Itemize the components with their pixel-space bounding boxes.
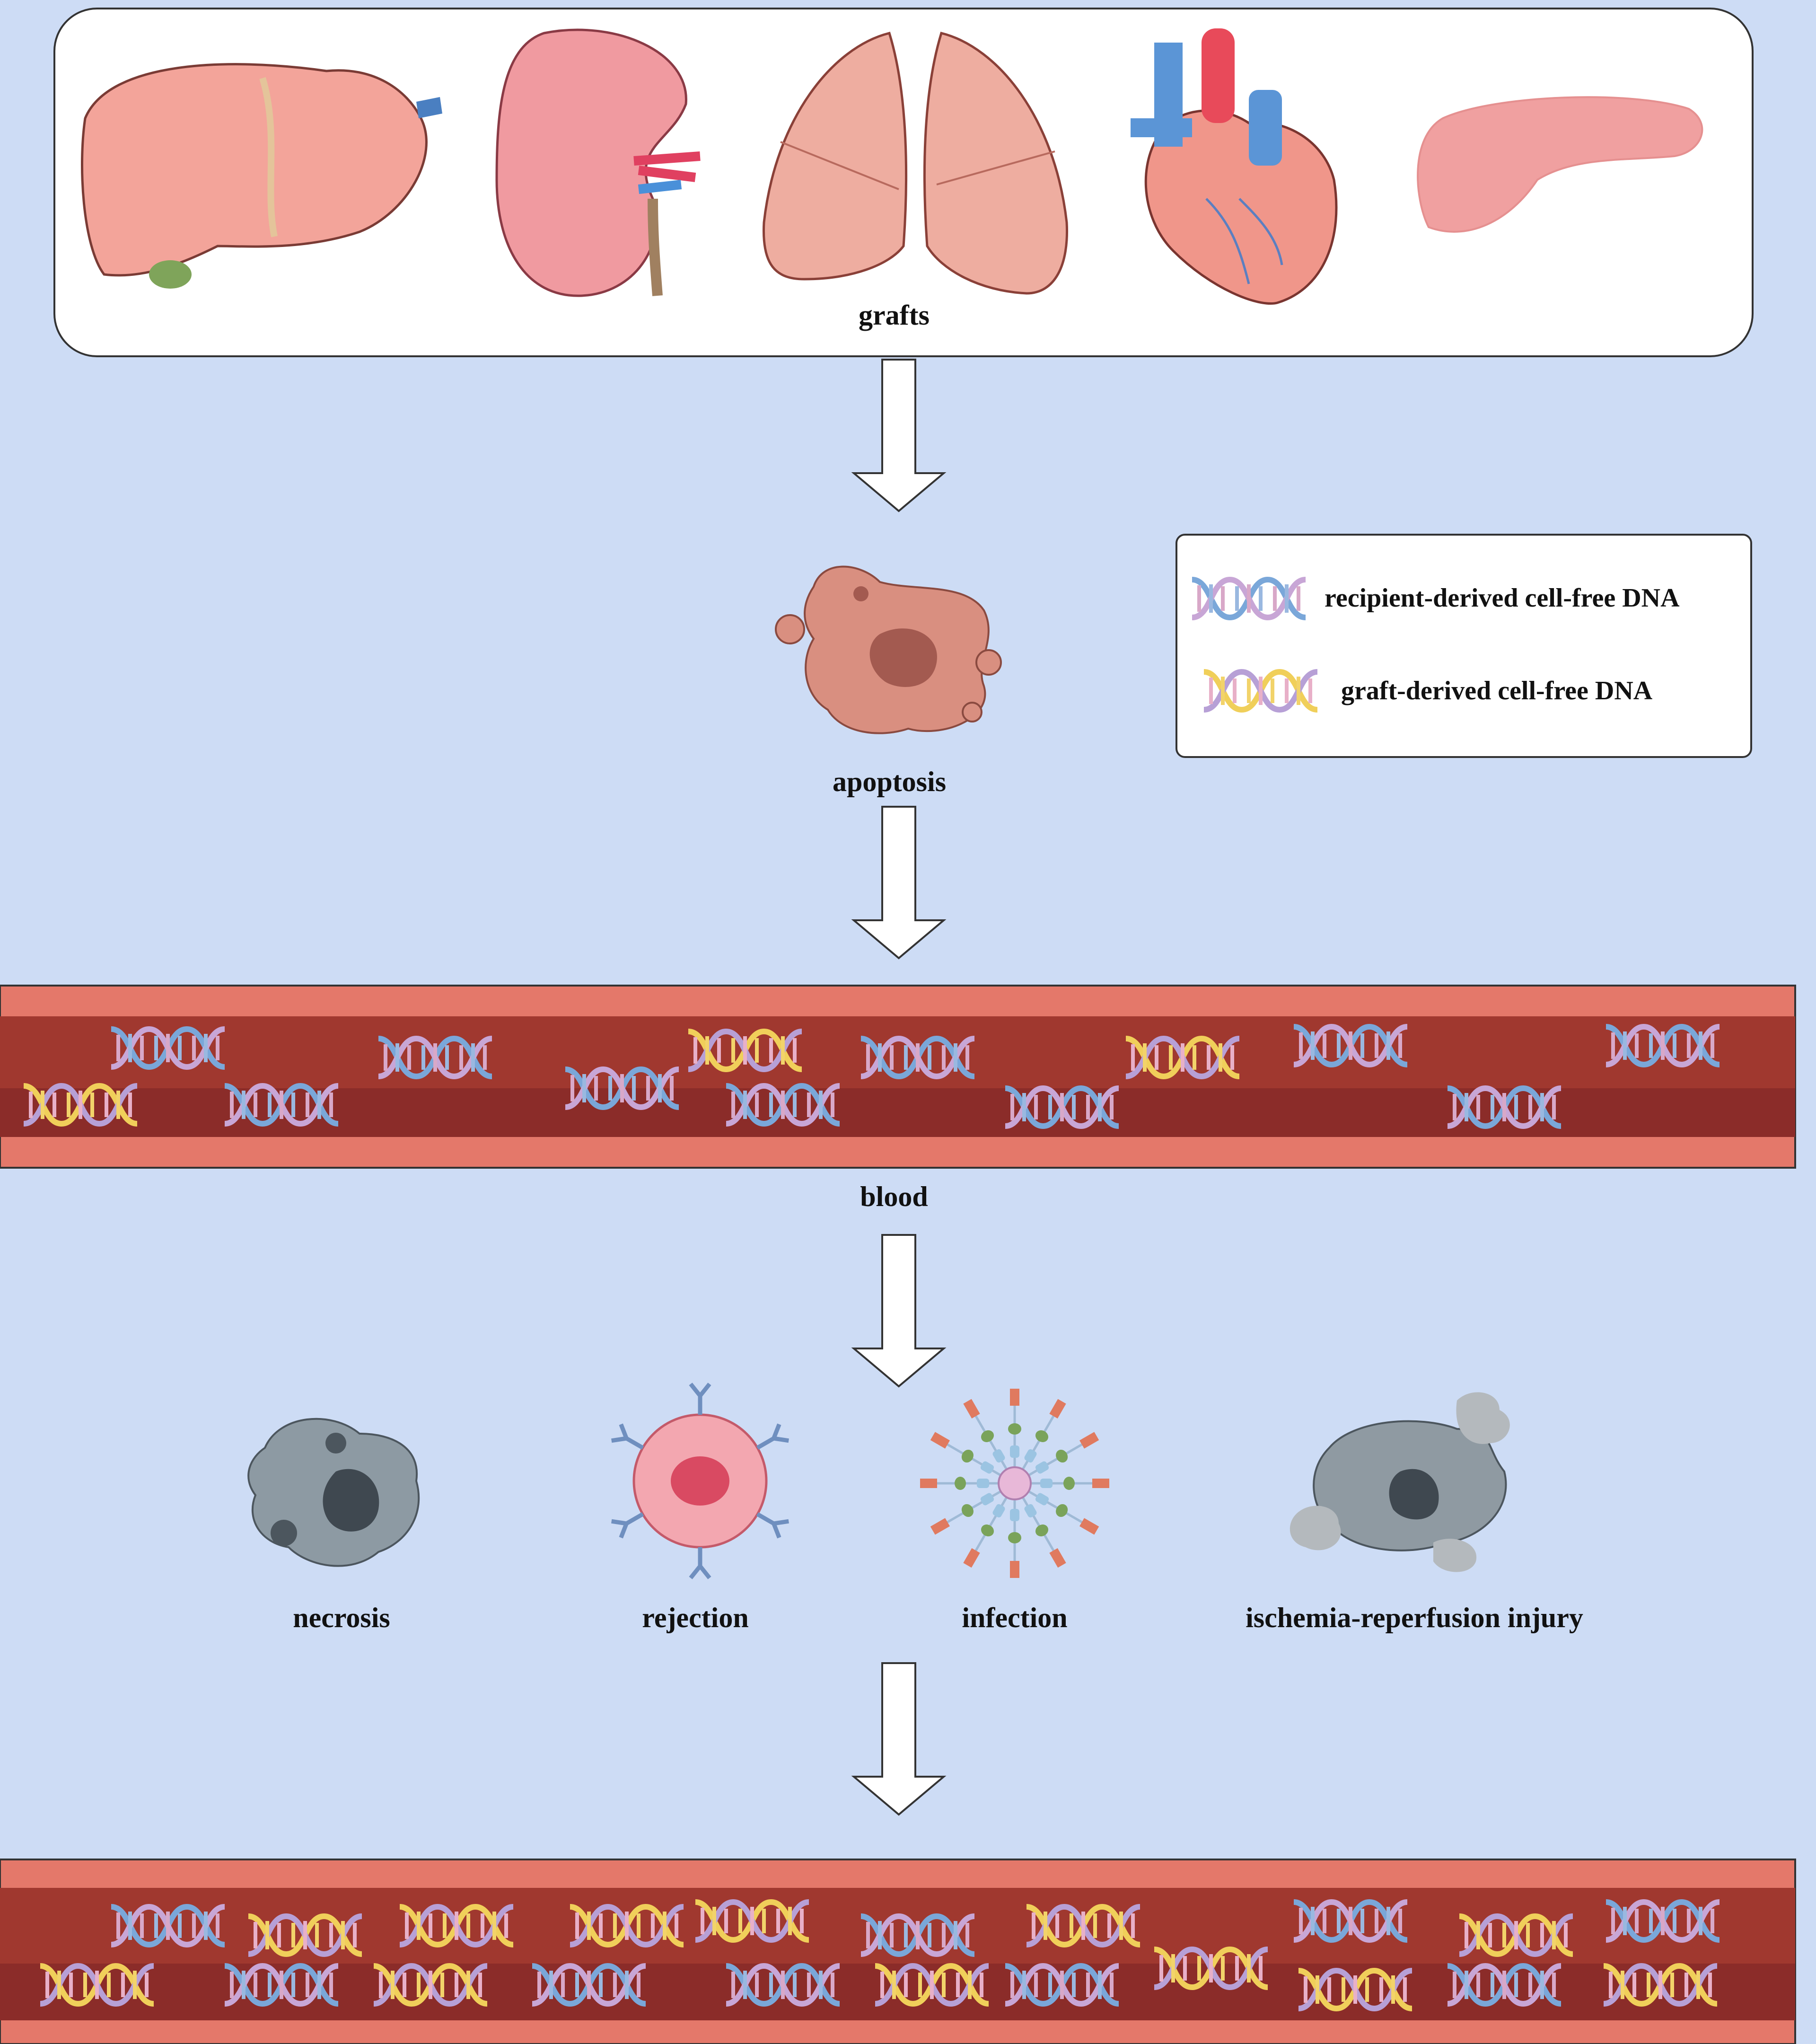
recipient-dna-icon (1294, 1027, 1407, 1065)
graft-dna-icon (400, 1907, 513, 1945)
graft-dna-icon (688, 1031, 802, 1069)
recipient-dna-icon (726, 1086, 840, 1124)
legend-box (1176, 534, 1752, 758)
recipient-dna-icon (565, 1069, 679, 1107)
graft-dna-icon (1154, 1949, 1268, 1987)
recipient-dna-icon (1606, 1027, 1719, 1065)
liver-icon (81, 63, 442, 289)
lung-icon (762, 31, 1069, 295)
recipient-dna-icon (861, 1916, 974, 1954)
recipient-dna-icon (378, 1039, 492, 1076)
grafts-label: grafts (859, 300, 930, 331)
graft-dna-icon (875, 1966, 989, 2004)
graft-dna-icon (695, 1902, 809, 1940)
recipient-dna-icon (111, 1029, 225, 1067)
infection-label: infection (962, 1602, 1068, 1633)
legend-recipient-label: recipient-derived cell-free DNA (1325, 583, 1680, 613)
recipient-dna-icon (1294, 1902, 1407, 1940)
rejection-label: rejection (642, 1602, 749, 1633)
recipient-dna-icon (726, 1966, 840, 2004)
legend-graft-dna-icon (1204, 672, 1317, 710)
blood-label: blood (860, 1181, 928, 1212)
down-arrow-1 (853, 359, 945, 512)
legend-graft-label: graft-derived cell-free DNA (1341, 676, 1653, 705)
graft-dna-icon (1026, 1907, 1140, 1945)
apoptosis-label: apoptosis (832, 766, 947, 797)
recipient-dna-icon (225, 1086, 338, 1124)
recipient-dna-icon (1606, 1902, 1719, 1940)
recipient-dna-icon (1448, 1088, 1561, 1126)
legend-recipient-dna-icon (1192, 580, 1306, 617)
graft-dna-icon (40, 1966, 154, 2004)
graft-dna-icon (1604, 1966, 1717, 2004)
graft-dna-icon (374, 1966, 487, 2004)
ischemia-reperfusion-label: ischemia-reperfusion injury (1246, 1602, 1583, 1633)
recipient-dna-icon (1005, 1088, 1119, 1126)
recipient-dna-icon (1005, 1966, 1119, 2004)
necrosis-cell-icon (247, 1418, 420, 1567)
recipient-dna-icon (532, 1966, 646, 2004)
graft-dna-icon (1298, 1971, 1412, 2009)
infection-virus-icon (920, 1389, 1109, 1578)
recipient-dna-icon (111, 1907, 225, 1945)
recipient-dna-icon (861, 1039, 974, 1076)
graft-dna-icon (248, 1916, 362, 1954)
recipient-dna-icon (1448, 1966, 1561, 2004)
recipient-dna-icon (225, 1966, 338, 2004)
ischemia-cell-icon (1290, 1392, 1510, 1572)
down-arrow-4 (853, 1662, 945, 1815)
down-arrow-3 (853, 1234, 945, 1387)
kidney-icon (495, 28, 701, 297)
necrosis-label: necrosis (293, 1602, 390, 1633)
down-arrow-2 (853, 806, 945, 959)
graft-dna-icon (570, 1907, 684, 1945)
pancreas-icon (1417, 96, 1703, 233)
rejection-cell-icon (612, 1384, 789, 1578)
graft-dna-icon (24, 1086, 137, 1124)
graft-dna-icon (1126, 1039, 1239, 1076)
graft-dna-icon (1459, 1916, 1573, 1954)
heart-icon (1131, 28, 1338, 305)
apoptosis-cell-icon (775, 565, 1002, 734)
